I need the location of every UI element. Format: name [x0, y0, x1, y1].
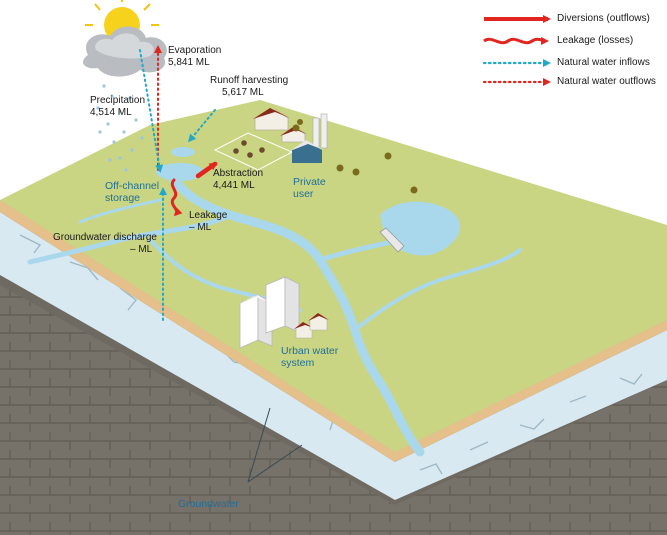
- cow-icon: [233, 148, 239, 154]
- leakage-value: – ML: [189, 222, 212, 233]
- groundwater-band-right: [395, 330, 667, 500]
- leakage-arrow: [170, 178, 183, 217]
- runoff-harvesting-label: Runoff harvesting: [210, 75, 289, 86]
- groundwater-pointer: [247, 407, 303, 483]
- dam-wall: [379, 227, 405, 253]
- farm: [213, 108, 307, 171]
- runoff-harvesting-arrow: [188, 109, 216, 143]
- legend-samples: [482, 15, 551, 86]
- silo-icon: [312, 117, 320, 149]
- evaporation-label: Evaporation: [168, 45, 222, 56]
- rain-cloud-icon: [83, 26, 167, 77]
- tree-icon: [297, 119, 303, 125]
- precipitation-arrow: [139, 49, 164, 173]
- tree-icon: [410, 186, 418, 194]
- offchannel-storage-label: Off-channel: [105, 180, 160, 192]
- precipitation-label: Precipitation: [90, 95, 146, 106]
- tree-icon: [292, 124, 300, 132]
- groundwater-discharge-value: – ML: [130, 244, 153, 255]
- cow-icon: [247, 152, 253, 158]
- river-branch-upper: [78, 198, 162, 224]
- house-icon: [308, 313, 329, 331]
- abstraction-value: 4,441 ML: [213, 180, 255, 191]
- legend-outflows-label: Natural water outflows: [557, 76, 656, 87]
- legend-diversions-label: Diversions (outflows): [557, 13, 650, 24]
- river-network: [27, 170, 522, 457]
- private-user-label: Private: [293, 176, 326, 188]
- urban-water-system-label-line2: system: [281, 357, 315, 369]
- private-user-building: [290, 113, 328, 163]
- urban-buildings: [239, 276, 329, 349]
- abstraction-arrow: [195, 161, 218, 179]
- house-icon: [294, 322, 314, 339]
- offchannel-storage-label-line2: storage: [105, 192, 141, 204]
- groundwater-label: Groundwater: [178, 498, 239, 510]
- river-branch-west: [27, 212, 233, 265]
- rain-drops: [96, 84, 144, 172]
- precipitation-value: 4,514 ML: [90, 107, 132, 118]
- legend-inflows-label: Natural water inflows: [557, 57, 650, 68]
- soil-edge-right: [395, 320, 667, 462]
- private-user-label-line2: user: [293, 188, 314, 200]
- farmhouse-icon: [253, 108, 290, 131]
- runoff-harvesting-value: 5,617 ML: [222, 87, 264, 98]
- tree-icon: [336, 164, 344, 172]
- cow-icon: [259, 147, 265, 153]
- offchannel-storage-pond: [156, 163, 204, 181]
- silo-icon: [320, 113, 328, 149]
- soil-edge-left: [0, 200, 395, 462]
- urban-water-system-label: Urban water: [281, 345, 339, 357]
- tree-icon: [384, 152, 392, 160]
- block-left-rock-texture: [0, 285, 395, 535]
- evaporation-value: 5,841 ML: [168, 57, 210, 68]
- abstraction-label: Abstraction: [213, 168, 264, 179]
- ground-block: [0, 200, 667, 535]
- legend-leakage-label: Leakage (losses): [557, 35, 634, 46]
- groundwater-cracks-right: [419, 373, 643, 475]
- office-building-icon: [265, 276, 300, 334]
- groundwater-band-left: [0, 212, 395, 500]
- cow-icon: [241, 140, 247, 146]
- trees: [292, 119, 418, 194]
- river-branch-southeast: [353, 248, 522, 332]
- leakage-label: Leakage: [189, 210, 228, 221]
- main-river: [165, 170, 425, 457]
- legend-leakage-sample: [483, 36, 549, 45]
- runoff-pond: [171, 147, 195, 157]
- groundwater-discharge-label: Groundwater discharge: [53, 232, 157, 243]
- flow-arrows: [139, 45, 218, 321]
- block-right-rock-texture: [395, 380, 667, 535]
- tree-icon: [352, 168, 360, 176]
